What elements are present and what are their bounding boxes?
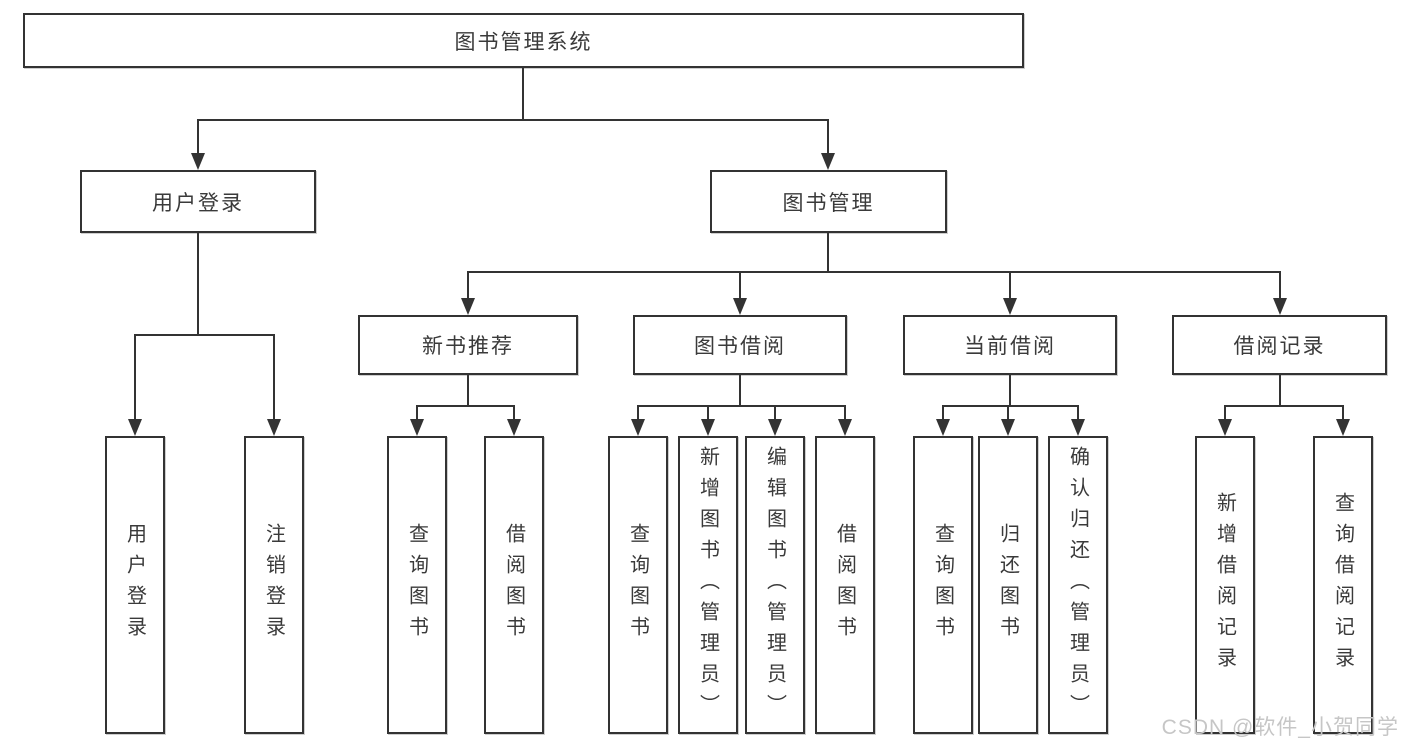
leaf-borrowing-add-book-admin: 新增图书（管理员） [678, 436, 738, 734]
leaf-newbook-query-books: 查询图书 [387, 436, 447, 734]
node-book-borrowing: 图书借阅 [633, 315, 847, 375]
arrowhead [410, 419, 424, 436]
arrowhead [733, 298, 747, 315]
arrowhead [1003, 298, 1017, 315]
arrowhead [936, 419, 950, 436]
leaf-logout: 注销登录 [244, 436, 304, 734]
leaf-current-confirm-return-admin: 确认归还（管理员） [1048, 436, 1108, 734]
leaf-current-return-books: 归还图书 [978, 436, 1038, 734]
arrowhead [461, 298, 475, 315]
arrowhead [821, 153, 835, 170]
arrowhead [191, 153, 205, 170]
node-new-book-recommendation: 新书推荐 [358, 315, 578, 375]
csdn-watermark: CSDN @软件_小贺同学 [1161, 716, 1399, 739]
node-library-management-system: 图书管理系统 [23, 13, 1024, 68]
node-book-management: 图书管理 [710, 170, 947, 233]
leaf-borrowing-edit-book-admin: 编辑图书（管理员） [745, 436, 805, 734]
arrowhead [1001, 419, 1015, 436]
arrowhead [128, 419, 142, 436]
leaf-borrowing-borrow-books: 借阅图书 [815, 436, 875, 734]
arrowhead [1336, 419, 1350, 436]
arrowhead [507, 419, 521, 436]
arrowhead [267, 419, 281, 436]
arrowhead [1273, 298, 1287, 315]
leaf-user-login: 用户登录 [105, 436, 165, 734]
leaf-borrowing-query-books: 查询图书 [608, 436, 668, 734]
leaf-current-query-books: 查询图书 [913, 436, 973, 734]
arrowhead [1071, 419, 1085, 436]
node-current-borrowing: 当前借阅 [903, 315, 1117, 375]
arrowhead [701, 419, 715, 436]
arrowhead [1218, 419, 1232, 436]
arrowhead [631, 419, 645, 436]
leaf-records-query-record: 查询借阅记录 [1313, 436, 1373, 734]
leaf-records-add-record: 新增借阅记录 [1195, 436, 1255, 734]
node-borrowing-records: 借阅记录 [1172, 315, 1387, 375]
leaf-newbook-borrow-books: 借阅图书 [484, 436, 544, 734]
arrowhead [768, 419, 782, 436]
node-user-login: 用户登录 [80, 170, 316, 233]
arrowhead [838, 419, 852, 436]
